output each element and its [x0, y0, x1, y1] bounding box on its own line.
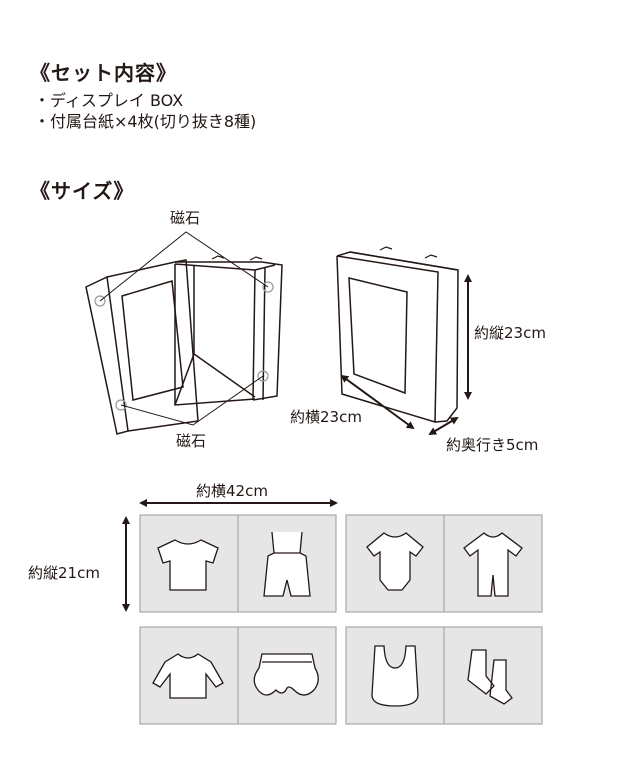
- box-height-label: 約縦23cm: [474, 324, 546, 342]
- box-width-label: 約横23cm: [290, 408, 362, 426]
- sheet-width-label: 約横42cm: [196, 482, 268, 500]
- box-depth-label: 約奥行き5cm: [446, 436, 539, 454]
- bloomers-icon: [253, 653, 319, 696]
- bib-icon: [371, 645, 419, 707]
- width-arrow: [340, 374, 415, 430]
- size-heading: 《サイズ》: [30, 179, 135, 203]
- sheet-height-label: 約縦21cm: [28, 564, 100, 582]
- set-contents-heading: 《セット内容》: [30, 61, 177, 85]
- socks-icon: [467, 649, 513, 705]
- t-shirt-icon: [157, 539, 219, 591]
- open-box-illustration: [85, 231, 283, 435]
- mount-sheets: [139, 514, 543, 725]
- magnet-label: 磁石: [170, 209, 201, 227]
- long-sleeve-shirt-icon: [152, 653, 224, 699]
- overalls-icon: [263, 531, 311, 597]
- magnet-icon: [94, 281, 274, 411]
- bodysuit-icon: [366, 532, 424, 591]
- romper-icon: [463, 532, 523, 597]
- closed-box-illustration: [336, 246, 472, 436]
- set-item: ・付属台紙×4枚(切り抜き8種): [34, 112, 257, 131]
- magnet-label: 磁石: [176, 432, 207, 450]
- set-item: ・ディスプレイ BOX: [34, 91, 184, 110]
- depth-arrow: [428, 416, 459, 436]
